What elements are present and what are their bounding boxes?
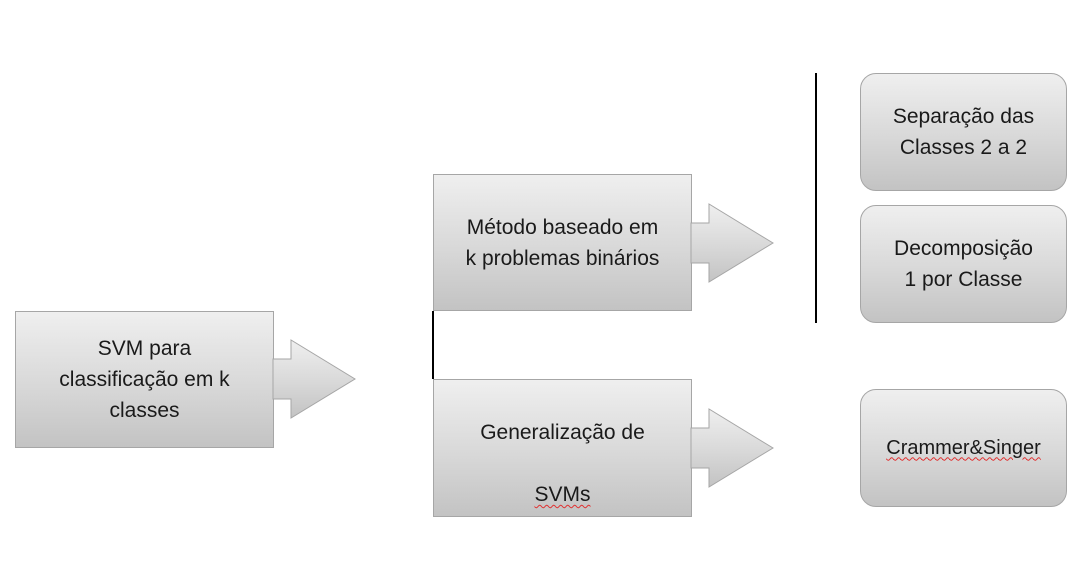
arrow-right-icon — [272, 339, 356, 419]
pairwise-node: Separação das Classes 2 a 2 — [860, 73, 1067, 191]
arrow-right-icon — [690, 203, 774, 283]
crammer-singer-label: Crammer&Singer — [886, 436, 1041, 459]
crammer-singer-node: Crammer&Singer — [860, 389, 1067, 507]
root-node: SVM para classificação em k classes — [15, 311, 274, 448]
root-node-label: SVM para classificação em k classes — [59, 337, 230, 422]
group-bracket-line — [815, 73, 817, 323]
generalization-node: Generalização de SVMs — [433, 379, 692, 517]
generalization-label: Generalização de SVMs — [480, 386, 645, 510]
generalization-label-line2: SVMs — [534, 483, 591, 506]
generalization-label-line1: Generalização de — [480, 421, 645, 444]
pairwise-label: Separação das Classes 2 a 2 — [892, 105, 1035, 159]
one-per-class-node: Decomposição 1 por Classe — [860, 205, 1067, 323]
one-per-class-label: Decomposição 1 por Classe — [894, 237, 1033, 291]
arrow-right-icon — [690, 408, 774, 488]
binary-method-node: Método baseado em k problemas binários — [433, 174, 692, 311]
connector-line — [432, 311, 434, 379]
binary-method-label: Método baseado em k problemas binários — [465, 215, 660, 270]
